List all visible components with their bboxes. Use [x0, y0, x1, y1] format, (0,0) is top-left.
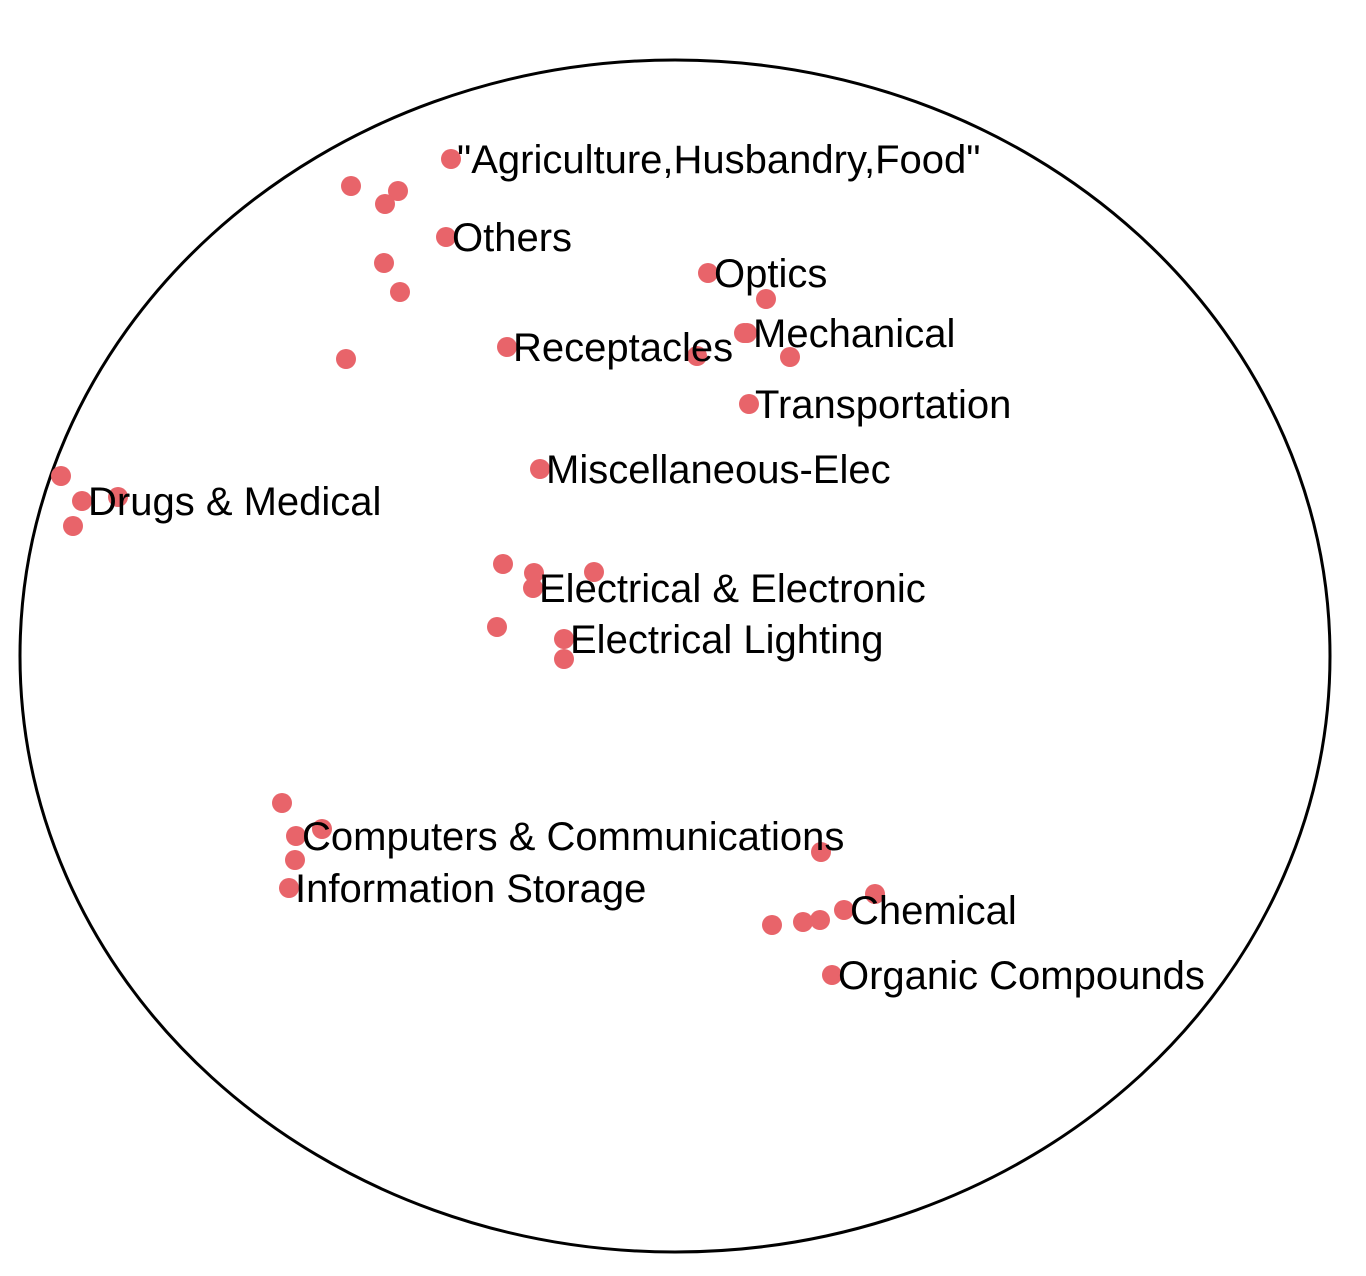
labeled-data-point	[739, 394, 759, 414]
point-label: Information Storage	[295, 867, 646, 911]
point-label: Computers & Communications	[302, 815, 844, 859]
data-point	[584, 562, 604, 582]
point-label: "Agriculture,Husbandry,Food"	[457, 138, 980, 182]
data-point	[388, 181, 408, 201]
labeled-data-point	[530, 459, 550, 479]
data-point	[524, 563, 544, 583]
labeled-data-point	[436, 227, 456, 247]
point-label: Mechanical	[753, 312, 955, 356]
data-point	[336, 349, 356, 369]
data-point	[312, 819, 332, 839]
point-label: Electrical & Electronic	[539, 567, 926, 611]
data-point	[811, 842, 831, 862]
point-label: Transportation	[755, 383, 1011, 427]
data-point	[487, 617, 507, 637]
data-point	[762, 915, 782, 935]
data-point	[374, 253, 394, 273]
labeled-data-point	[72, 491, 92, 511]
data-point	[375, 194, 395, 214]
data-point	[63, 516, 83, 536]
point-label: Electrical Lighting	[570, 618, 884, 662]
data-point	[865, 884, 885, 904]
points-layer	[51, 149, 885, 985]
labeled-data-point	[497, 337, 517, 357]
labeled-data-point	[554, 629, 574, 649]
data-point	[272, 793, 292, 813]
point-label: Drugs & Medical	[88, 480, 381, 524]
data-point	[341, 176, 361, 196]
point-label: Optics	[714, 252, 827, 296]
data-point	[51, 466, 71, 486]
data-point	[554, 649, 574, 669]
data-point	[780, 347, 800, 367]
boundary-ellipse	[18, 58, 1332, 1254]
data-point	[108, 487, 128, 507]
labeled-data-point	[822, 965, 842, 985]
labeled-data-point	[441, 149, 461, 169]
point-label: Receptacles	[513, 326, 733, 370]
labeled-data-point	[523, 578, 543, 598]
data-point	[390, 282, 410, 302]
labels-layer: "Agriculture,Husbandry,Food" OthersOptics…	[88, 138, 1205, 998]
data-point	[285, 850, 305, 870]
point-label: Others	[452, 216, 572, 260]
point-label: Chemical	[850, 889, 1017, 933]
labeled-data-point	[737, 323, 757, 343]
point-label: Miscellaneous-Elec	[546, 448, 891, 492]
data-point	[756, 289, 776, 309]
point-label: Organic Compounds	[838, 954, 1205, 998]
labeled-data-point	[698, 263, 718, 283]
labeled-data-point	[834, 900, 854, 920]
data-point	[493, 554, 513, 574]
labeled-data-point	[286, 826, 306, 846]
data-point	[793, 912, 813, 932]
data-point	[687, 346, 707, 366]
labeled-data-point	[279, 878, 299, 898]
data-point	[810, 910, 830, 930]
